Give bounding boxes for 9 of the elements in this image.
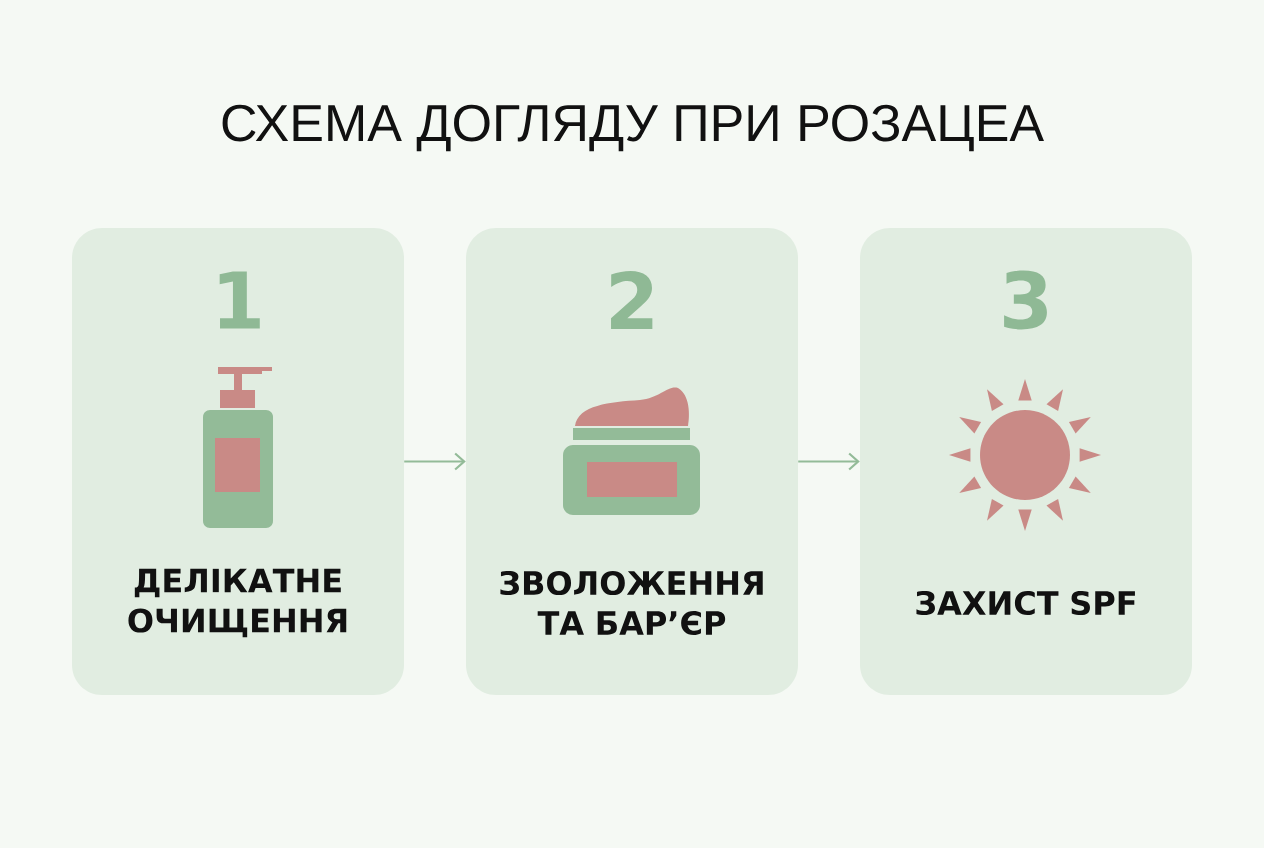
step-number: 3 (1004, 270, 1047, 330)
step-number: 2 (611, 271, 653, 329)
arrow (798, 452, 860, 471)
step-number: 1 (219, 271, 260, 329)
step-label: ЗВОЛОЖЕННЯ ТА БАР’ЄР (500, 570, 763, 636)
title: СХЕМА ДОГЛЯДУ ПРИ РОЗАЦЕА (222, 104, 1044, 152)
step-label: ДЕЛІКАТНЕ ОЧИЩЕННЯ (128, 568, 347, 638)
step-label: ЗАХИСТ SPF (916, 590, 1135, 616)
arrow (404, 452, 466, 471)
